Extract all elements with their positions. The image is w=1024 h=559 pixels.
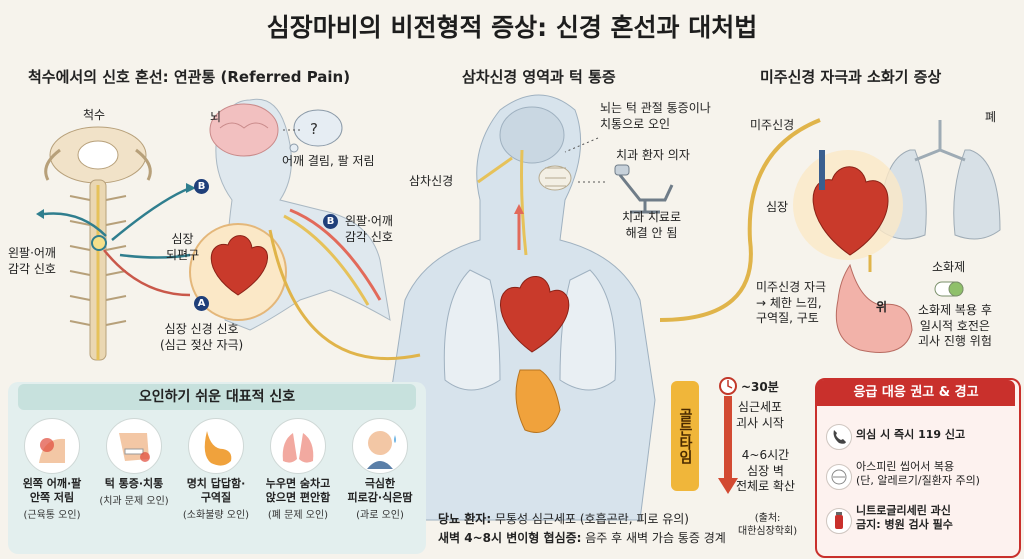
stomach-icon xyxy=(188,418,244,474)
brain-label: 뇌 xyxy=(210,110,222,124)
badge-b-right: B xyxy=(323,214,338,229)
antacid-warning-label: 소화제 복용 후 일시적 호전은 괴사 진행 위험 xyxy=(918,303,992,349)
section-heading-vagus: 미주신경 자극과 소화기 증상 xyxy=(760,68,942,86)
right-heart-illustration xyxy=(793,150,903,260)
brain-misread-label: 뇌는 턱 관절 통증이나 치통으로 오인 xyxy=(600,101,711,131)
fatigue-icon xyxy=(352,418,408,474)
heart-referred-label: 심장 되편구 xyxy=(166,232,200,262)
emergency-panel-title: 응급 대응 권고 & 경고 xyxy=(817,380,1015,406)
bottle-icon xyxy=(826,508,852,534)
golden-time-30min: ~30분 xyxy=(741,380,779,394)
golden-time-arrow xyxy=(718,377,738,494)
stomach-illustration xyxy=(835,263,913,353)
badge-a: A xyxy=(194,296,209,311)
golden-time-label: 골든타임 xyxy=(671,381,699,491)
shoulder-numb-label: 어깨 결림, 팔 저림 xyxy=(282,154,375,168)
arrow-spine-to-brain xyxy=(111,186,191,241)
signal-item-shoulder: 왼쪽 어깨·팔 안쪽 저림 (근육통 오인) xyxy=(14,418,90,521)
heart-label: 심장 xyxy=(766,200,789,214)
source-note: (출처: 대한심장학회) xyxy=(738,513,798,537)
diabetes-note: 당뇨 환자: 무통성 심근세포 (호흡곤란, 피로 유의) xyxy=(438,512,689,526)
dawn-note: 새벽 4~8시 변이형 협심증: 음주 후 새벽 가슴 통증 경계 xyxy=(438,531,726,545)
antacid-label: 소화제 xyxy=(932,260,966,274)
spinal-cord-illustration xyxy=(44,126,152,361)
trigeminal-label: 삼차신경 xyxy=(409,174,454,188)
arm-sense-label-left: 왼팔·어깨 감각 신호 xyxy=(8,246,56,276)
vagus-label: 미주신경 xyxy=(750,118,795,132)
dental-chair-label: 치과 환자 의자 xyxy=(616,148,690,162)
pill-icon xyxy=(826,464,852,490)
dental-fail-label: 치과 치료로 해결 안 됨 xyxy=(622,210,682,240)
emergency-item-call: 의심 시 즉시 119 신고 xyxy=(856,428,966,441)
arm-sense-label-right: 왼팔·어깨 감각 신호 xyxy=(345,214,393,244)
jaw-icon xyxy=(106,418,162,474)
cardiac-signal-label: 심장 신경 신호 (심근 젖산 자극) xyxy=(160,322,244,352)
spinal-cord-label: 척수 xyxy=(83,108,106,122)
phone-icon xyxy=(826,424,852,450)
antacid-capsule-icon xyxy=(934,281,964,297)
emergency-item-aspirin: 아스피린 씹어서 복용 (단, 알레르기/질환자 주의) xyxy=(856,460,980,488)
torso-illustration xyxy=(389,94,656,521)
golden-time-30min-desc: 심근세포 괴사 시작 xyxy=(736,400,784,430)
section-heading-trigeminal: 삼차신경 영역과 턱 통증 xyxy=(462,68,616,86)
svg-text:?: ? xyxy=(310,120,318,138)
lung-label: 폐 xyxy=(985,110,997,124)
arrow-heart-to-spine xyxy=(103,249,191,297)
signal-item-stomach: 명치 답답함· 구역질 (소화불량 오인) xyxy=(178,418,254,521)
signals-panel-title: 오인하기 쉬운 대표적 신호 xyxy=(18,384,416,410)
lungs-icon xyxy=(270,418,326,474)
shoulder-icon xyxy=(24,418,80,474)
section-heading-referred: 척수에서의 신호 혼선: 연관통 (Referred Pain) xyxy=(28,68,351,86)
signal-item-fatigue: 극심한 피로감·식은땀 (과로 오인) xyxy=(342,418,418,521)
vagus-effect-label: 미주신경 자극 → 체한 느낌, 구역질, 구토 xyxy=(756,280,827,326)
signal-item-jaw: 턱 통증·치통 (치과 문제 오인) xyxy=(96,418,172,507)
vagus-nerve-path xyxy=(659,118,821,322)
golden-time-6h-desc: 4~6시간 심장 벽 전체로 확산 xyxy=(736,448,796,494)
left-body-silhouette xyxy=(189,98,391,331)
badge-b-left: B xyxy=(194,179,209,194)
signal-item-lungs: 누우면 숨차고 앉으면 편안함 (폐 문제 오인) xyxy=(260,418,336,521)
dental-chair-icon xyxy=(614,164,674,214)
page-title: 심장마비의 비전형적 증상: 신경 혼선과 대처법 xyxy=(266,13,758,42)
thought-bubble-icon: ? xyxy=(289,109,343,153)
emergency-item-nitro: 니트로글리세린 과신 금지: 병원 검사 필수 xyxy=(856,504,953,532)
stomach-label: 위 xyxy=(876,300,888,314)
